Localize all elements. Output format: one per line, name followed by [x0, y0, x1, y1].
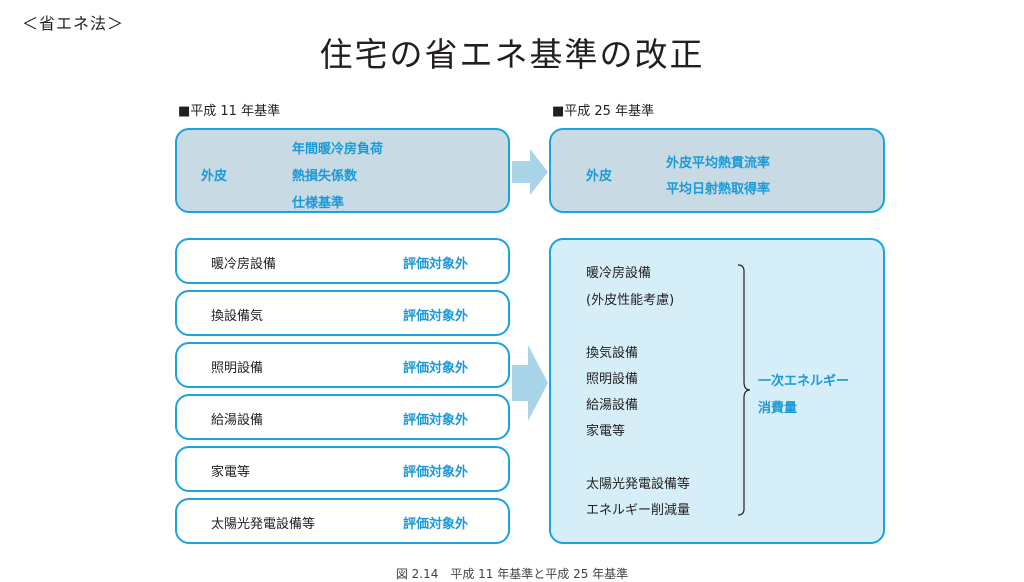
equipment-row: 照明設備 評価対象外 — [175, 342, 510, 388]
equipment-name: 照明設備 — [211, 361, 264, 376]
figure-caption: 図 2.14 平成 11 年基準と平成 25 年基準 — [395, 567, 629, 581]
corner-label: ＜省エネ法＞ — [22, 14, 125, 33]
result-label: 一次エネルギー — [758, 374, 850, 389]
equipment-row: 給湯設備 評価対象外 — [175, 394, 510, 440]
equipment-line: 暖冷房設備 — [586, 266, 652, 281]
left-envelope-item: 熱損失係数 — [292, 169, 358, 184]
equipment-status: 評価対象外 — [403, 465, 469, 480]
left-envelope-item: 年間暖冷房負荷 — [292, 142, 384, 157]
brace-icon — [737, 264, 751, 516]
left-envelope-item: 仕様基準 — [292, 196, 345, 211]
equipment-line: エネルギー削減量 — [586, 503, 691, 518]
equipment-name: 換設備気 — [211, 309, 264, 324]
equipment-line: 換気設備 — [586, 346, 639, 361]
equipment-name: 家電等 — [211, 465, 251, 480]
right-equipment-panel: 暖冷房設備 (外皮性能考慮) 換気設備 照明設備 給湯設備 家電等 太陽光発電設… — [549, 238, 885, 544]
equipment-status: 評価対象外 — [403, 361, 469, 376]
equipment-status: 評価対象外 — [403, 517, 469, 532]
arrow-right-icon — [512, 345, 548, 421]
equipment-line: 家電等 — [586, 424, 626, 439]
equipment-name: 暖冷房設備 — [211, 257, 277, 272]
equipment-status: 評価対象外 — [403, 309, 469, 324]
left-heading: ■平成 11 年基準 — [178, 104, 281, 119]
page-title: 住宅の省エネ基準の改正 — [319, 35, 705, 74]
equipment-line: 給湯設備 — [586, 398, 639, 413]
equipment-line: 照明設備 — [586, 372, 639, 387]
arrow-right-icon — [512, 149, 548, 195]
right-envelope-box: 外皮 外皮平均熱貫流率 平均日射熱取得率 — [549, 128, 885, 213]
left-envelope-label: 外皮 — [201, 169, 228, 184]
right-envelope-label: 外皮 — [586, 169, 613, 184]
right-envelope-item: 平均日射熱取得率 — [666, 182, 771, 197]
equipment-row: 暖冷房設備 評価対象外 — [175, 238, 510, 284]
right-heading: ■平成 25 年基準 — [552, 104, 655, 119]
right-envelope-item: 外皮平均熱貫流率 — [666, 156, 771, 171]
equipment-line: 太陽光発電設備等 — [586, 477, 691, 492]
left-envelope-box: 外皮 年間暖冷房負荷 熱損失係数 仕様基準 — [175, 128, 510, 213]
equipment-name: 給湯設備 — [211, 413, 264, 428]
equipment-row: 換設備気 評価対象外 — [175, 290, 510, 336]
equipment-row: 太陽光発電設備等 評価対象外 — [175, 498, 510, 544]
result-label: 消費量 — [758, 401, 798, 416]
equipment-name: 太陽光発電設備等 — [211, 517, 316, 532]
equipment-status: 評価対象外 — [403, 413, 469, 428]
equipment-line: (外皮性能考慮) — [586, 293, 675, 308]
equipment-row: 家電等 評価対象外 — [175, 446, 510, 492]
equipment-status: 評価対象外 — [403, 257, 469, 272]
